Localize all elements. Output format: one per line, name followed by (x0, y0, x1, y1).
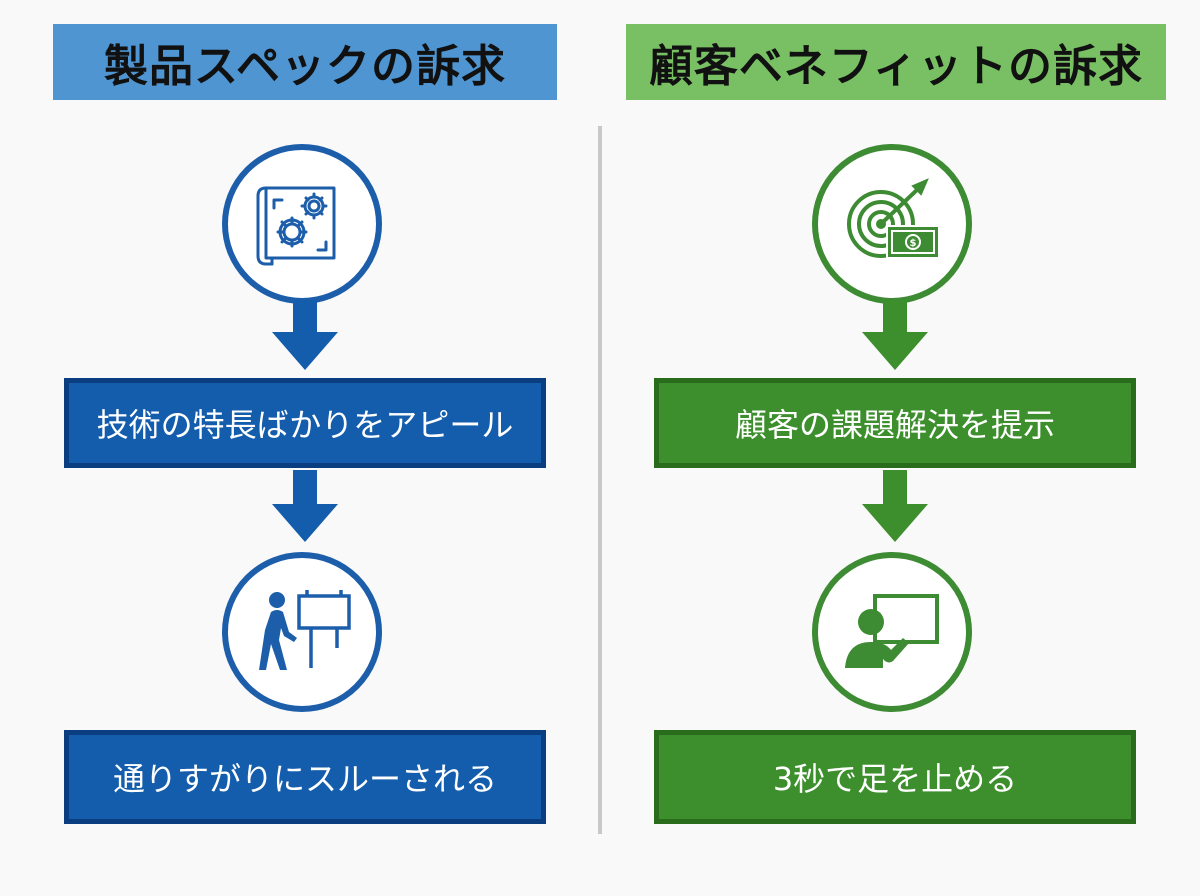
right-arrow-1 (862, 300, 928, 370)
target-money-icon: $ (847, 178, 940, 259)
left-top-circle (222, 144, 382, 304)
blueprint-gears-icon (256, 186, 336, 266)
left-column-title: 製品スペックの訴求 (53, 24, 557, 100)
person-watching-screen-icon (845, 594, 939, 668)
right-step2-box: 3秒で足を止める (654, 730, 1136, 824)
column-divider (598, 126, 602, 834)
right-bottom-circle (812, 552, 972, 712)
left-bottom-circle (222, 552, 382, 712)
left-arrow-1 (272, 300, 338, 370)
left-step1-box: 技術の特長ばかりをアピール (64, 378, 546, 468)
svg-text:$: $ (910, 238, 917, 249)
person-walking-past-sign-icon (259, 590, 351, 670)
right-column-title: 顧客ベネフィットの訴求 (626, 24, 1166, 100)
right-top-circle: $ (812, 144, 972, 304)
left-arrow-2 (272, 470, 338, 542)
right-arrow-2 (862, 470, 928, 542)
left-step2-box: 通りすがりにスルーされる (64, 730, 546, 824)
right-step1-box: 顧客の課題解決を提示 (654, 378, 1136, 468)
